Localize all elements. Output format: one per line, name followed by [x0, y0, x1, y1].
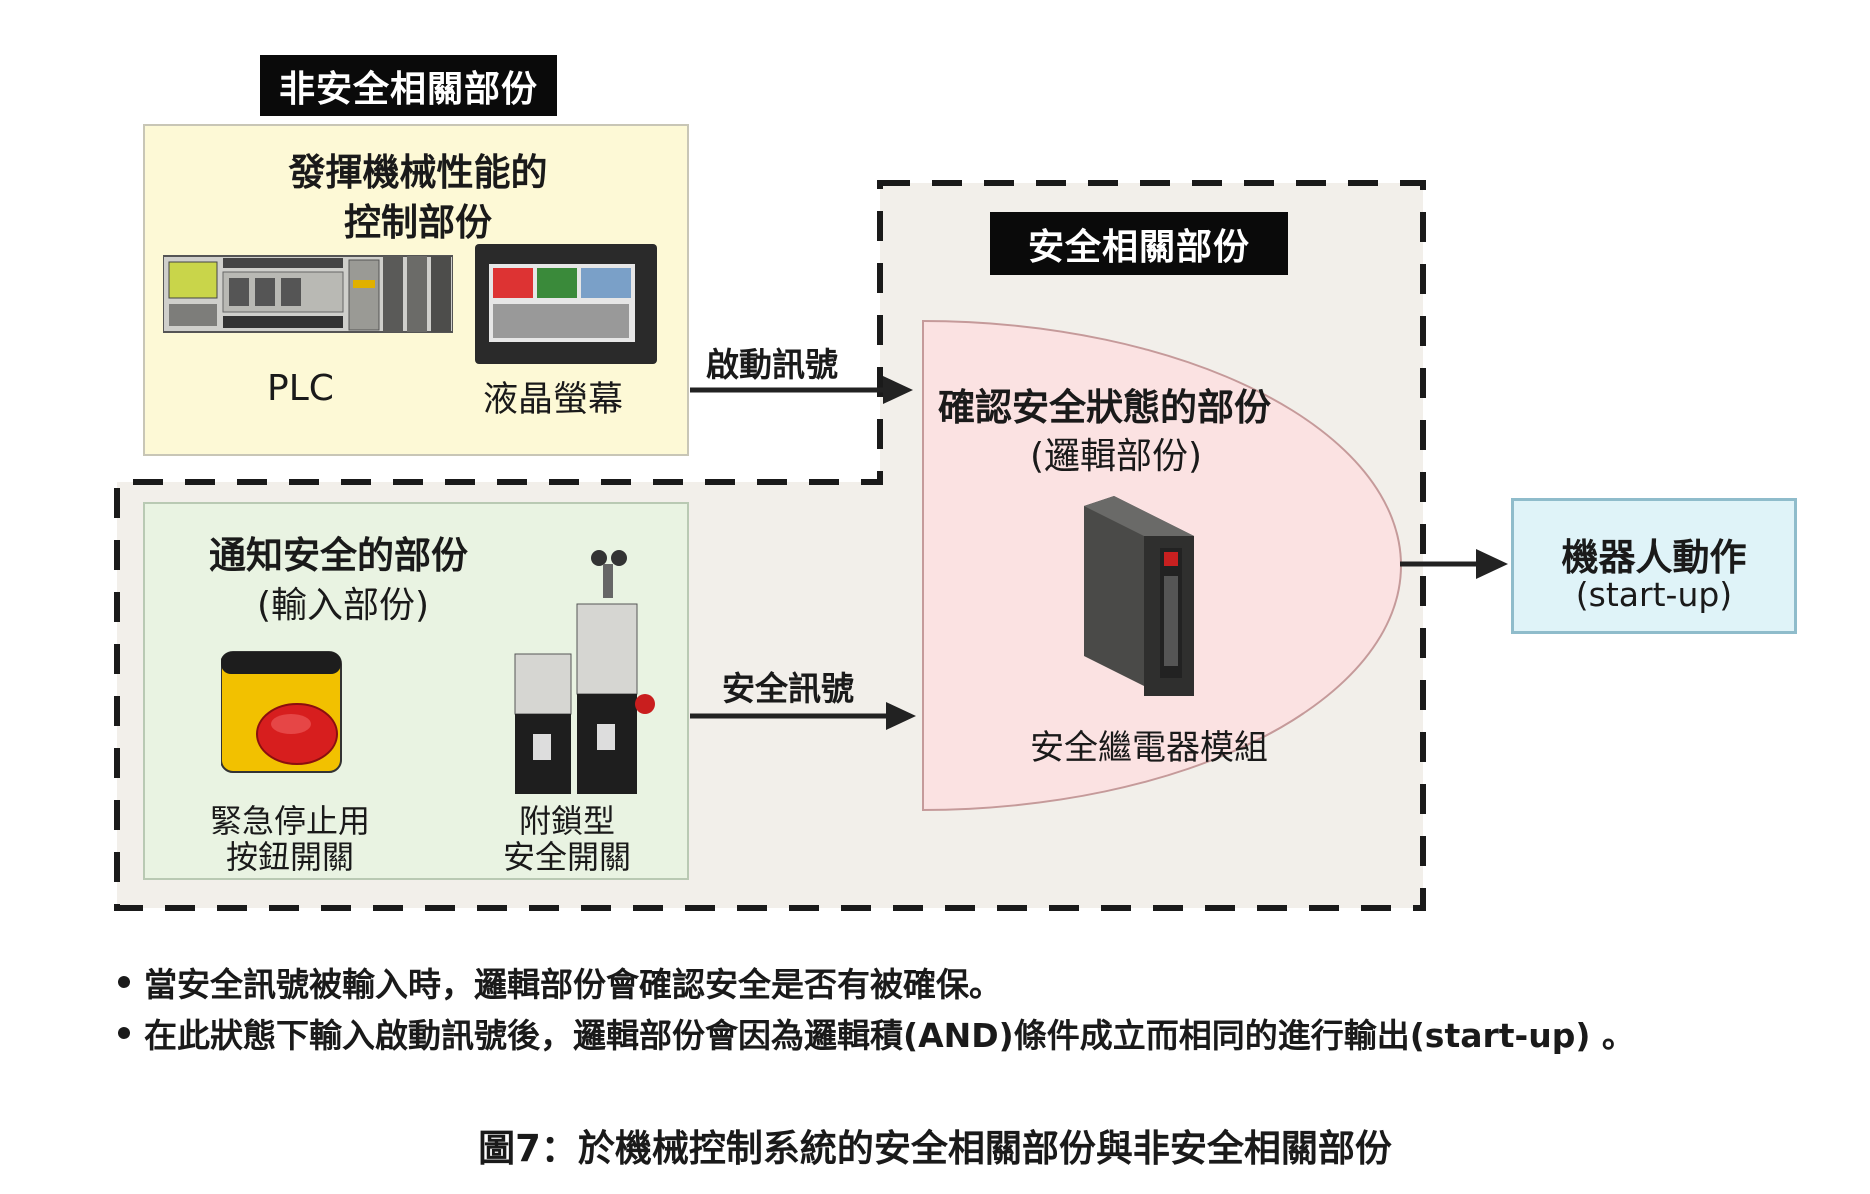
note-1: 當安全訊號被輸入時，邏輯部份會確認安全是否有被確保。	[118, 958, 1002, 1006]
start-signal-arrow	[690, 376, 913, 404]
bullet-icon	[118, 976, 130, 988]
non-safety-label: 非安全相關部份	[260, 55, 557, 116]
lcd-label: 液晶螢幕	[483, 380, 624, 420]
robot-action-subtitle: (start-up)	[1575, 575, 1733, 614]
notify-subtitle: (輸入部份)	[257, 585, 430, 626]
start-signal-label: 啟動訊號	[706, 345, 838, 384]
non-safety-title-line1: 發揮機械性能的	[288, 151, 548, 194]
note-2: 在此狀態下輸入啟動訊號後，邏輯部份會因為邏輯積(AND)條件成立而相同的進行輸出…	[118, 1009, 1635, 1057]
non-safety-panel: 發揮機械性能的 控制部份 PLC 液晶螢幕	[143, 124, 689, 456]
locking-switch-label-line1: 附鎖型	[518, 802, 615, 840]
estop-label-line2: 按鈕開關	[225, 838, 354, 876]
safety-label: 安全相關部份	[990, 212, 1288, 275]
safety-signal-arrow	[690, 702, 916, 730]
robot-action-panel: 機器人動作 (start-up)	[1511, 498, 1797, 634]
plc-image	[163, 255, 453, 333]
locking-switch-image	[514, 550, 655, 794]
safety-relay-image	[1084, 496, 1194, 696]
non-safety-title-line2: 控制部份	[344, 201, 492, 244]
figure-caption: 圖7：於機械控制系統的安全相關部份與非安全相關部份	[478, 1127, 1392, 1170]
locking-switch-label-line2: 安全開關	[502, 838, 631, 876]
robot-action-title: 機器人動作	[1561, 536, 1747, 579]
plc-label: PLC	[267, 368, 334, 409]
note-2-text: 在此狀態下輸入啟動訊號後，邏輯部份會因為邏輯積(AND)條件成立而相同的進行輸出…	[144, 1016, 1635, 1055]
output-arrow	[1400, 549, 1508, 579]
logic-subtitle: (邏輯部份)	[1030, 436, 1203, 477]
notify-panel: 通知安全的部份 (輸入部份) 緊急停止用 按鈕開關 附鎖型 安全開關	[143, 502, 689, 880]
logic-title: 確認安全狀態的部份	[938, 386, 1271, 429]
emergency-stop-image	[221, 651, 342, 773]
safety-relay-label: 安全繼電器模組	[1030, 728, 1268, 768]
note-1-text: 當安全訊號被輸入時，邏輯部份會確認安全是否有被確保。	[144, 965, 1002, 1004]
estop-label-line1: 緊急停止用	[209, 802, 370, 840]
bullet-icon	[118, 1027, 130, 1039]
safety-signal-label: 安全訊號	[722, 669, 854, 708]
lcd-image	[475, 244, 657, 364]
notify-title: 通知安全的部份	[209, 534, 468, 577]
